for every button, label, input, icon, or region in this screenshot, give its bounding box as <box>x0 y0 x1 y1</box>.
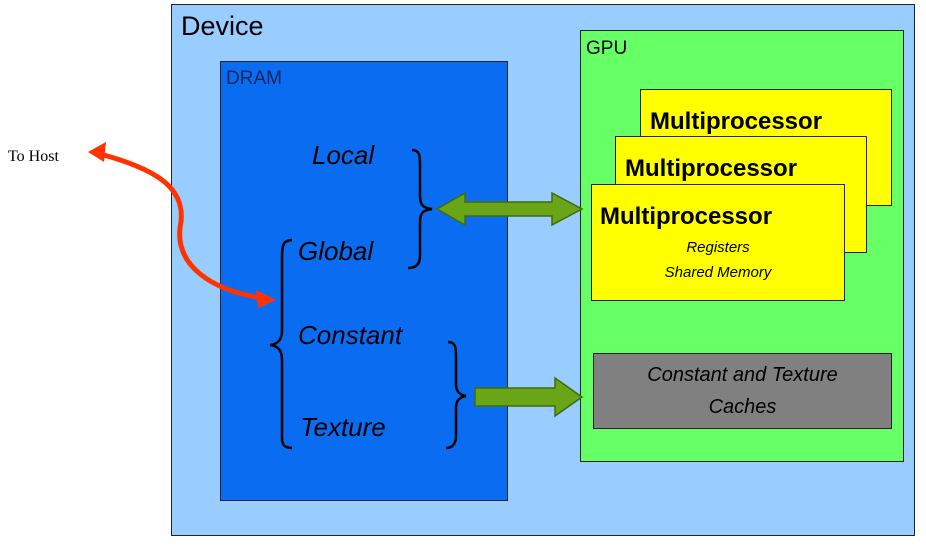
host-arrowhead <box>88 142 106 162</box>
constant-texture-brace <box>445 340 467 450</box>
local-global-brace <box>407 148 433 270</box>
multiprocessor-back-title: Multiprocessor <box>650 108 823 135</box>
gpu-title: GPU <box>586 38 628 59</box>
device-title: Device <box>181 11 264 41</box>
to-host-label: To Host <box>8 148 59 165</box>
caches-label-line2: Caches <box>708 396 777 418</box>
constant-memory-label: Constant <box>298 320 403 350</box>
multiprocessor-front-title: Multiprocessor <box>600 203 773 230</box>
local-memory-label: Local <box>312 140 375 170</box>
dram-caches-arrow <box>474 376 584 418</box>
dram-arrowhead <box>256 290 276 308</box>
host-dram-curve <box>97 151 265 301</box>
registers-label: Registers <box>686 239 750 256</box>
caches-label-line1: Constant and Texture <box>647 364 838 386</box>
dram-title: DRAM <box>226 68 282 89</box>
dram-gpu-bidirectional-arrow <box>435 191 584 227</box>
multiprocessor-middle-title: Multiprocessor <box>625 155 798 182</box>
dram-box <box>220 61 508 501</box>
texture-memory-label: Texture <box>300 412 386 442</box>
shared-memory-label: Shared Memory <box>664 264 772 281</box>
caches-box <box>593 353 892 429</box>
multiprocessor-front <box>591 184 845 301</box>
dram-left-brace <box>269 238 293 450</box>
global-memory-label: Global <box>298 236 374 266</box>
